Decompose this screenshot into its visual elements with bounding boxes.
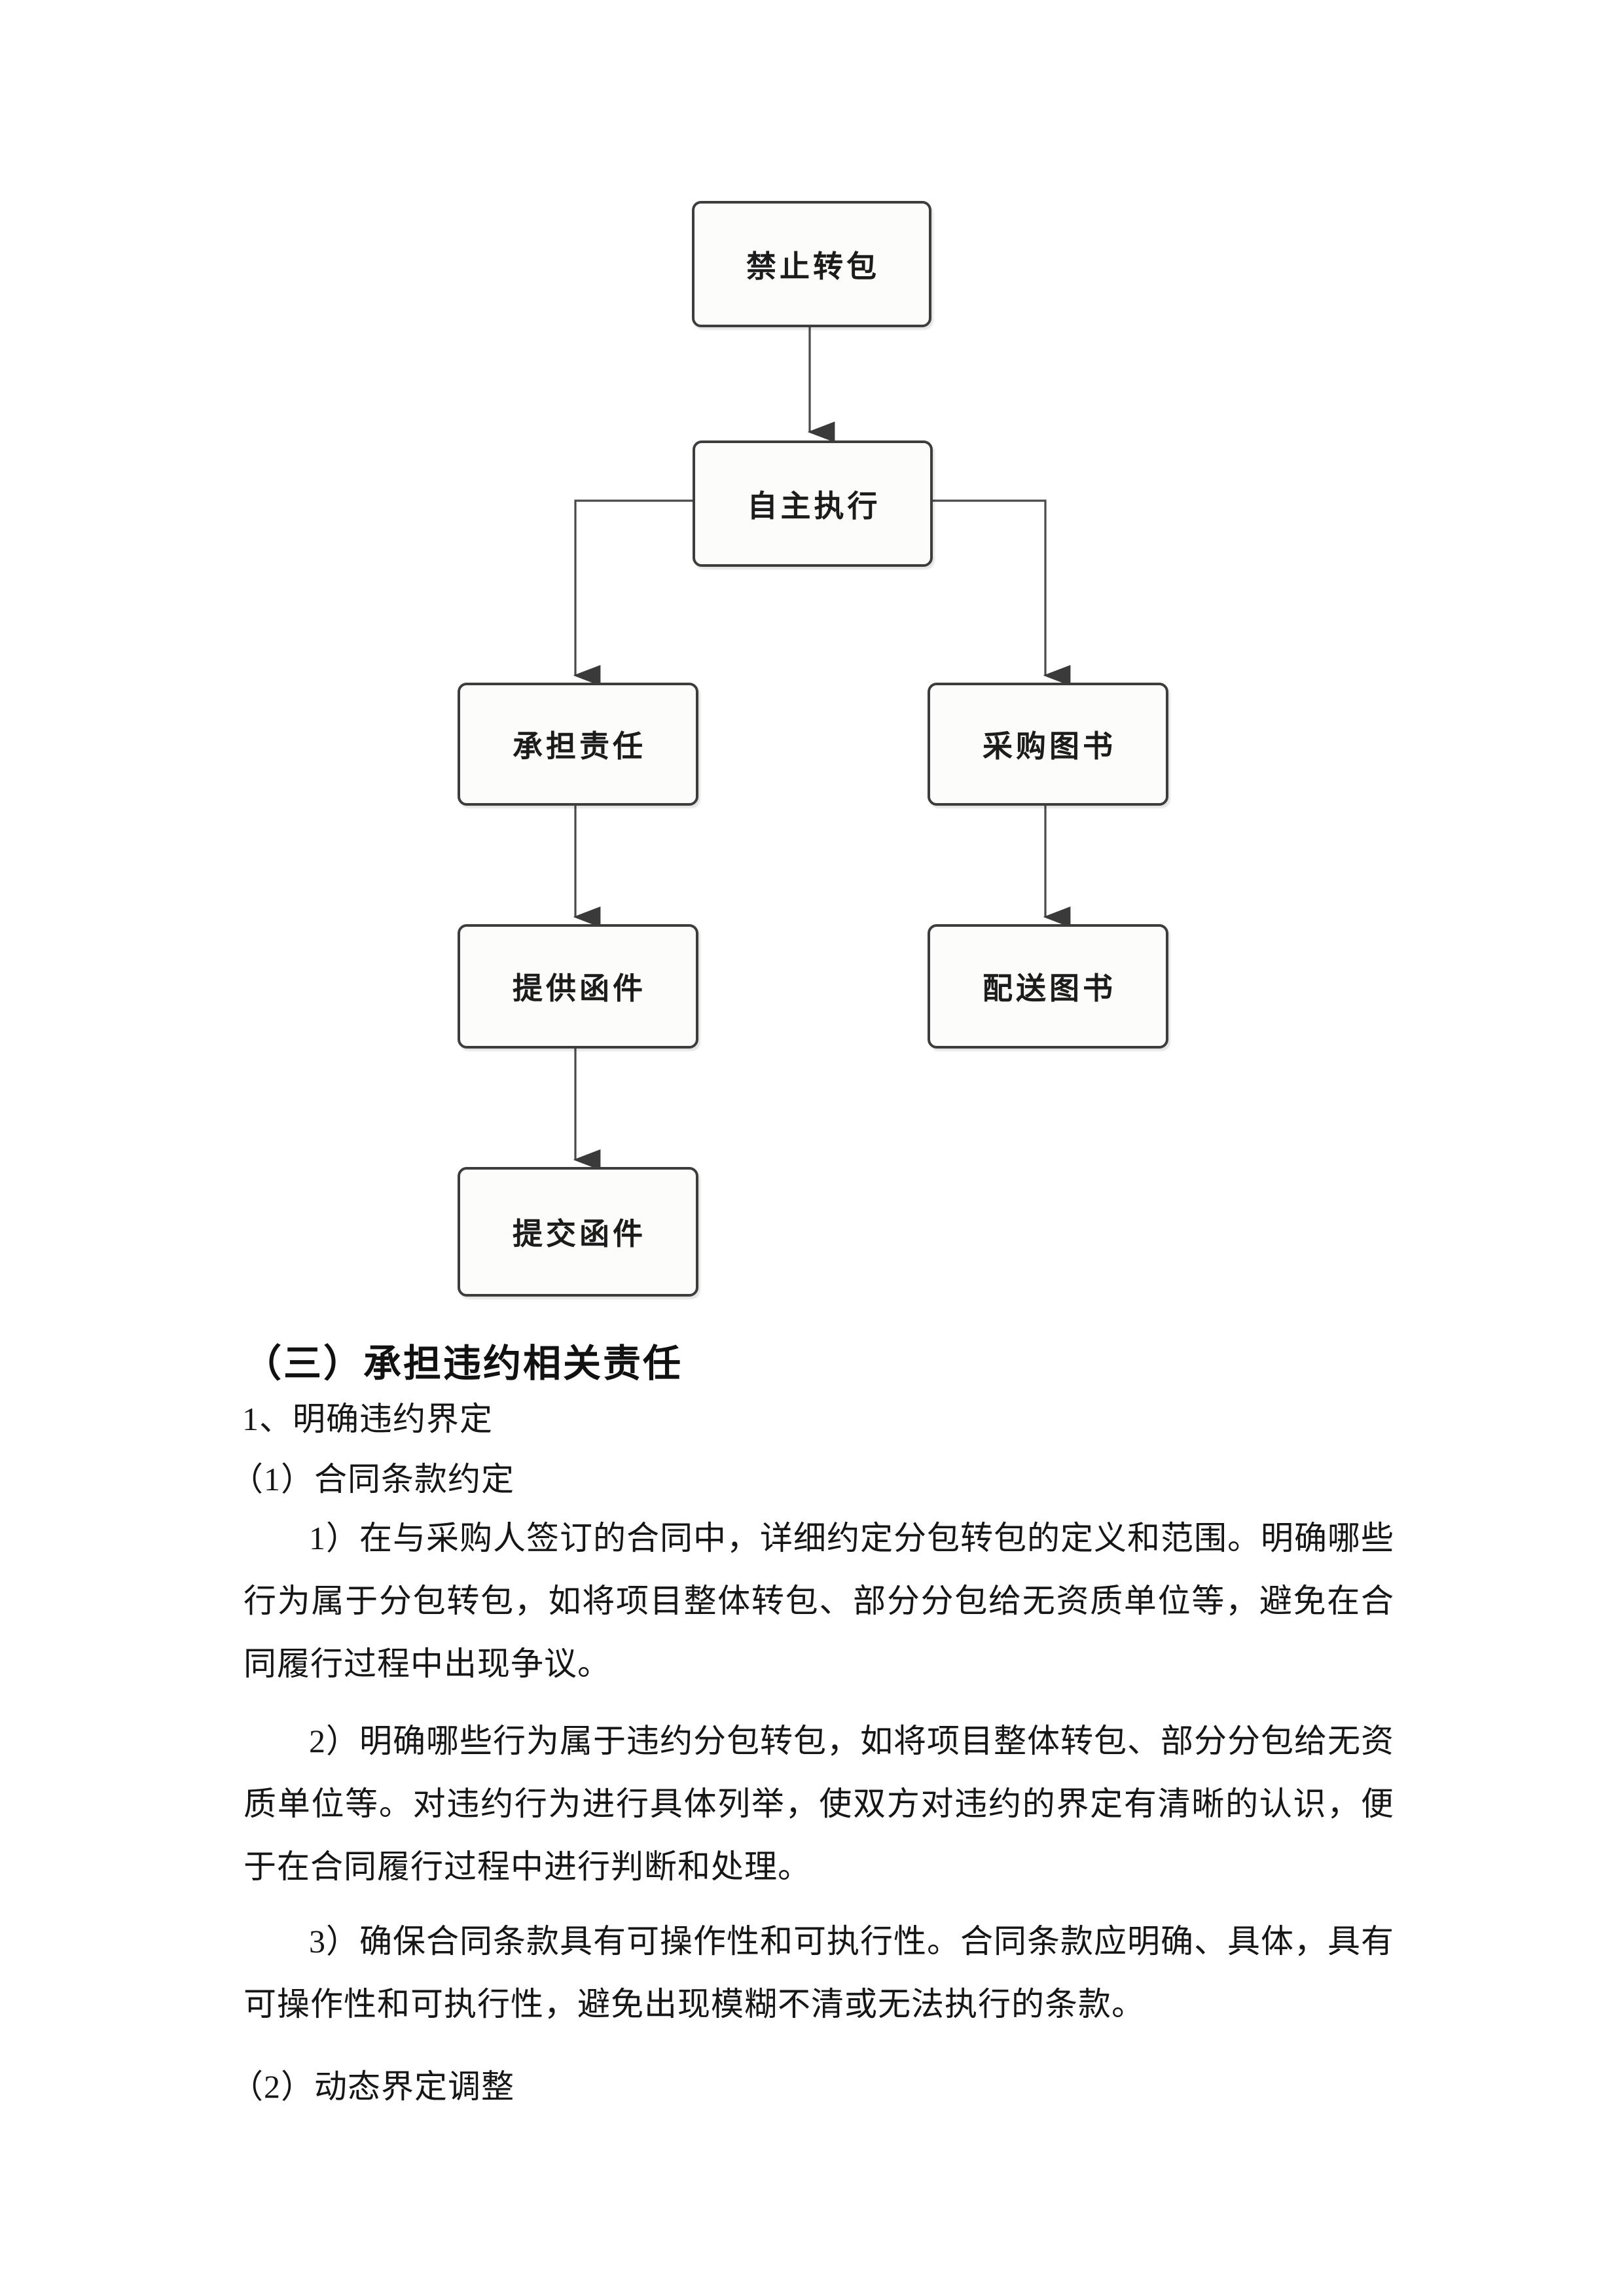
flow-node-label: 提交函件 bbox=[513, 1217, 646, 1251]
body-paragraph-3: 3）确保合同条款具有可操作性和可执行性。合同条款应明确、具体，具有可操作性和可执… bbox=[244, 1923, 1394, 2022]
body-paragraph-2: 2）明确哪些行为属于违约分包转包，如将项目整体转包、部分分包给无资质单位等。对违… bbox=[244, 1723, 1394, 1885]
connector-execute-to-purchase bbox=[928, 499, 1071, 686]
flow-node-provide-letter: 提供函件 bbox=[458, 924, 698, 1049]
flow-node-label: 承担责任 bbox=[513, 729, 646, 763]
flowchart: 禁止转包 自主执行 承担责任 采购图书 提供函件 配送图书 提交函件 bbox=[458, 201, 1168, 1297]
body-paragraph-1: 1）在与采购人签订的合同中，详细约定分包转包的定义和范围。明确哪些行为属于分包转… bbox=[244, 1520, 1394, 1682]
flow-node-label: 采购图书 bbox=[983, 729, 1116, 763]
flow-node-deliver-books: 配送图书 bbox=[928, 924, 1168, 1049]
subheading-contract-terms: （1）合同条款约定 bbox=[230, 1461, 514, 1498]
flow-node-submit-letter: 提交函件 bbox=[458, 1167, 698, 1297]
flow-node-label: 配送图书 bbox=[983, 971, 1116, 1005]
flowchart-connectors bbox=[573, 322, 1071, 1170]
flow-node-label: 自主执行 bbox=[747, 488, 881, 523]
subheading-clarify-breach: 1、明确违约界定 bbox=[242, 1401, 493, 1437]
subheading-dynamic-adjustment: （2）动态界定调整 bbox=[230, 2068, 514, 2105]
section-heading: （三）承担违约相关责任 bbox=[244, 1342, 683, 1385]
flow-node-bear-responsibility: 承担责任 bbox=[458, 683, 698, 806]
flow-node-self-execute: 自主执行 bbox=[693, 440, 933, 567]
flow-node-prohibit-transfer: 禁止转包 bbox=[692, 201, 931, 327]
flow-node-purchase-books: 采购图书 bbox=[928, 683, 1168, 806]
connector-execute-to-responsibility bbox=[573, 499, 693, 686]
flow-node-label: 提供函件 bbox=[513, 971, 646, 1005]
flow-node-label: 禁止转包 bbox=[746, 249, 880, 283]
